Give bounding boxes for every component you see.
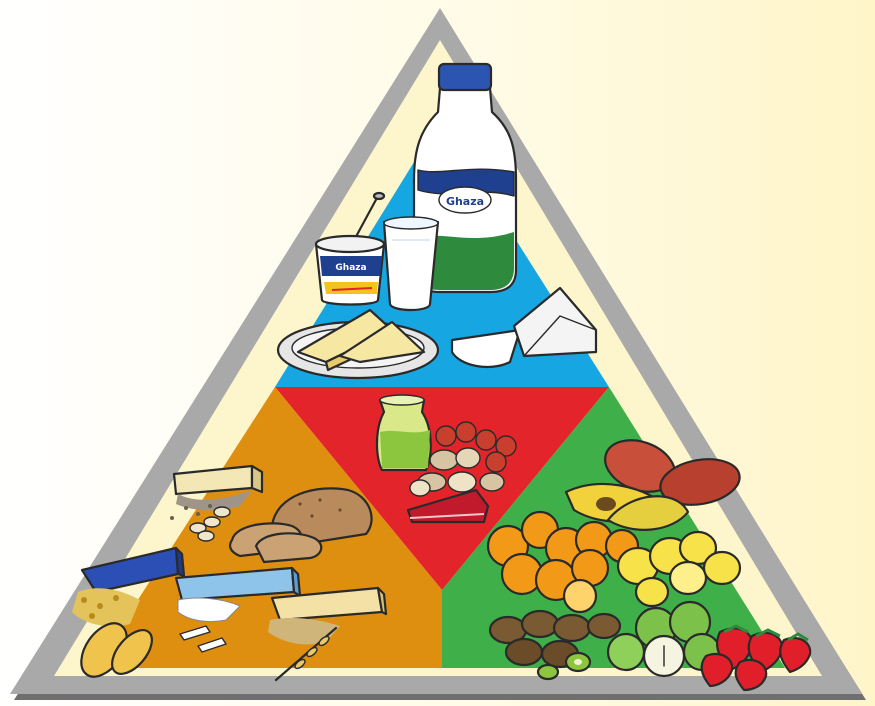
milk-cap (439, 64, 491, 90)
honey-jar (377, 395, 431, 470)
milk-glass (384, 217, 438, 310)
yogurt-label: Ghaza (335, 263, 366, 273)
milk-label: Ghaza (446, 195, 484, 208)
